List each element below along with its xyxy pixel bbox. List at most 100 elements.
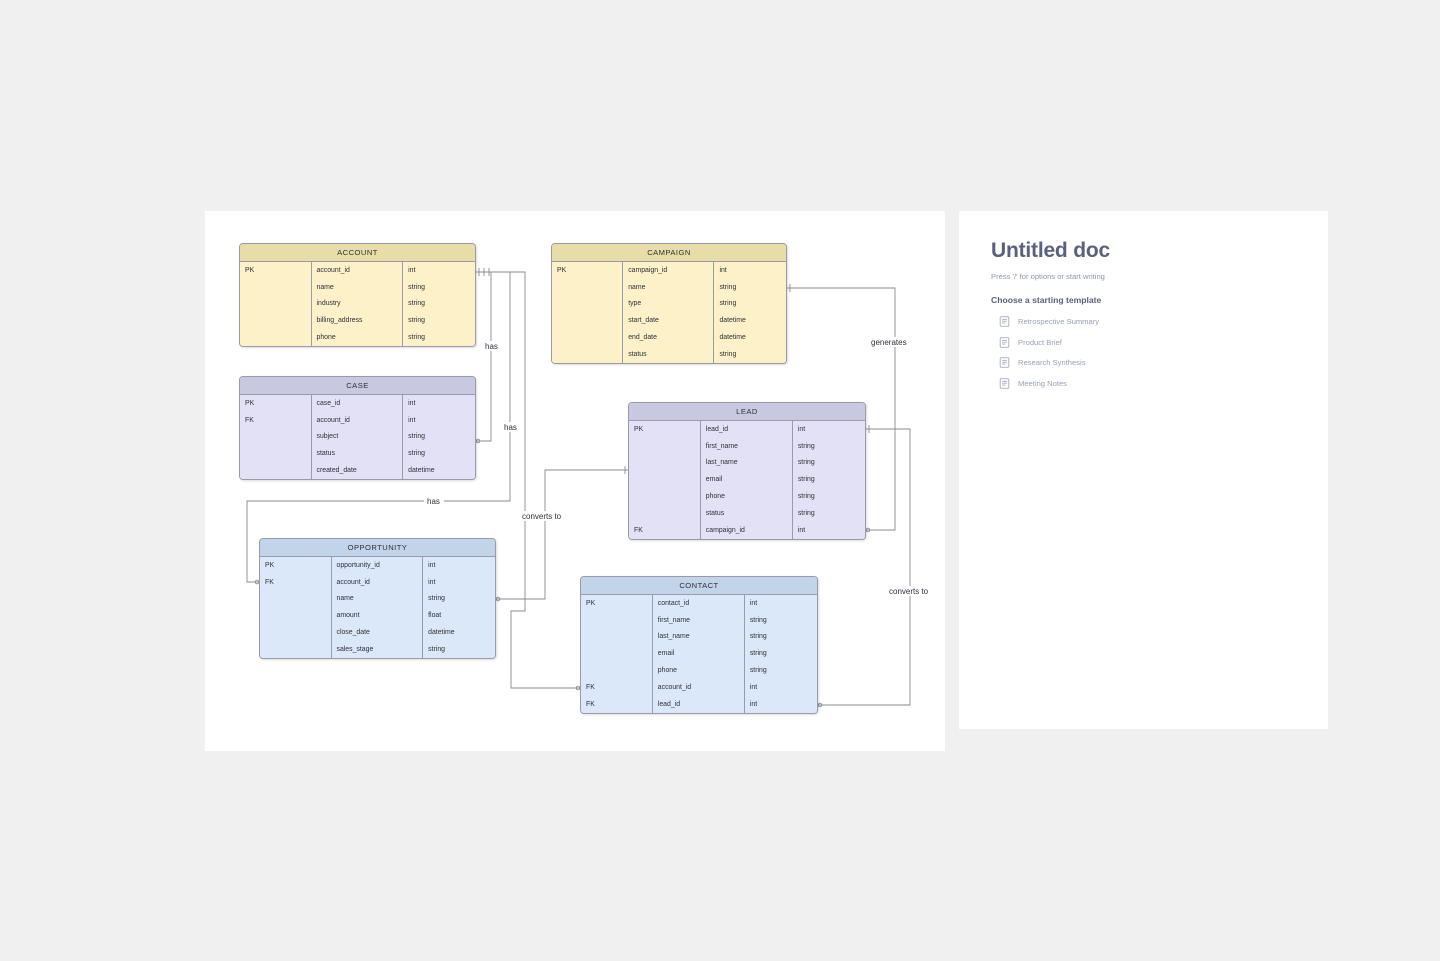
template-item-product-brief[interactable]: Product Brief bbox=[999, 336, 1298, 348]
column-name: case_id bbox=[310, 395, 403, 412]
document-panel[interactable]: Untitled doc Press '/' for options or st… bbox=[959, 211, 1328, 729]
column-key: FK bbox=[245, 416, 254, 424]
link-label-lead-contact: converts to bbox=[889, 587, 929, 596]
template-item-meeting-notes[interactable]: Meeting Notes bbox=[999, 377, 1298, 389]
column-key bbox=[581, 612, 652, 629]
document-icon bbox=[999, 336, 1010, 348]
link-label-bg-has-1 bbox=[482, 341, 500, 351]
link-label-bg-converts-1 bbox=[886, 586, 930, 596]
column-key bbox=[240, 429, 311, 446]
link-label-lead-opportunity: converts to bbox=[522, 512, 562, 521]
column-name: first_name bbox=[651, 611, 744, 629]
column-type: string bbox=[402, 329, 475, 346]
link-endpoint-account-case-many bbox=[475, 438, 481, 444]
entity-title-contact: CONTACT bbox=[581, 577, 817, 595]
column-key: FK bbox=[586, 683, 595, 691]
column-type: string bbox=[791, 488, 865, 505]
column-type: string bbox=[713, 295, 786, 313]
column-type: string bbox=[402, 445, 475, 463]
column-type: string bbox=[791, 437, 865, 455]
column-name: account_id bbox=[651, 678, 744, 696]
template-item-label: Retrospective Summary bbox=[1018, 317, 1100, 326]
er-diagram-canvas[interactable]: has has has bbox=[205, 211, 945, 751]
column-key bbox=[240, 445, 311, 462]
column-type: int bbox=[422, 557, 495, 574]
template-item-retrospective-summary[interactable]: Retrospective Summary bbox=[999, 316, 1298, 327]
column-name: subject bbox=[310, 428, 403, 446]
column-name: last_name bbox=[699, 454, 792, 472]
column-name: lead_id bbox=[651, 695, 744, 713]
link-endpoint-campaign-lead-many bbox=[865, 527, 871, 533]
template-item-label: Research Synthesis bbox=[1018, 358, 1086, 367]
document-content: Untitled doc Press '/' for options or st… bbox=[959, 211, 1328, 389]
column-name: account_id bbox=[310, 411, 403, 429]
column-key bbox=[552, 279, 622, 296]
column-name: status bbox=[622, 345, 713, 363]
doc-title[interactable]: Untitled doc bbox=[991, 239, 1110, 262]
column-key: FK bbox=[586, 700, 595, 708]
column-key: PK bbox=[245, 266, 255, 274]
column-key bbox=[629, 438, 700, 455]
column-name: start_date bbox=[622, 312, 713, 330]
column-type: string bbox=[743, 628, 817, 646]
column-name: status bbox=[699, 504, 792, 522]
column-name: first_name bbox=[699, 437, 792, 455]
column-key: FK bbox=[265, 578, 274, 586]
column-type: int bbox=[791, 521, 865, 539]
template-item-research-synthesis[interactable]: Research Synthesis bbox=[999, 357, 1298, 368]
column-key bbox=[552, 312, 622, 329]
column-key bbox=[240, 296, 311, 313]
column-type: datetime bbox=[713, 312, 786, 330]
column-key bbox=[581, 645, 652, 662]
column-name: campaign_id bbox=[699, 521, 792, 539]
column-type: string bbox=[743, 662, 817, 679]
column-key bbox=[260, 641, 331, 658]
document-icon bbox=[999, 357, 1010, 368]
